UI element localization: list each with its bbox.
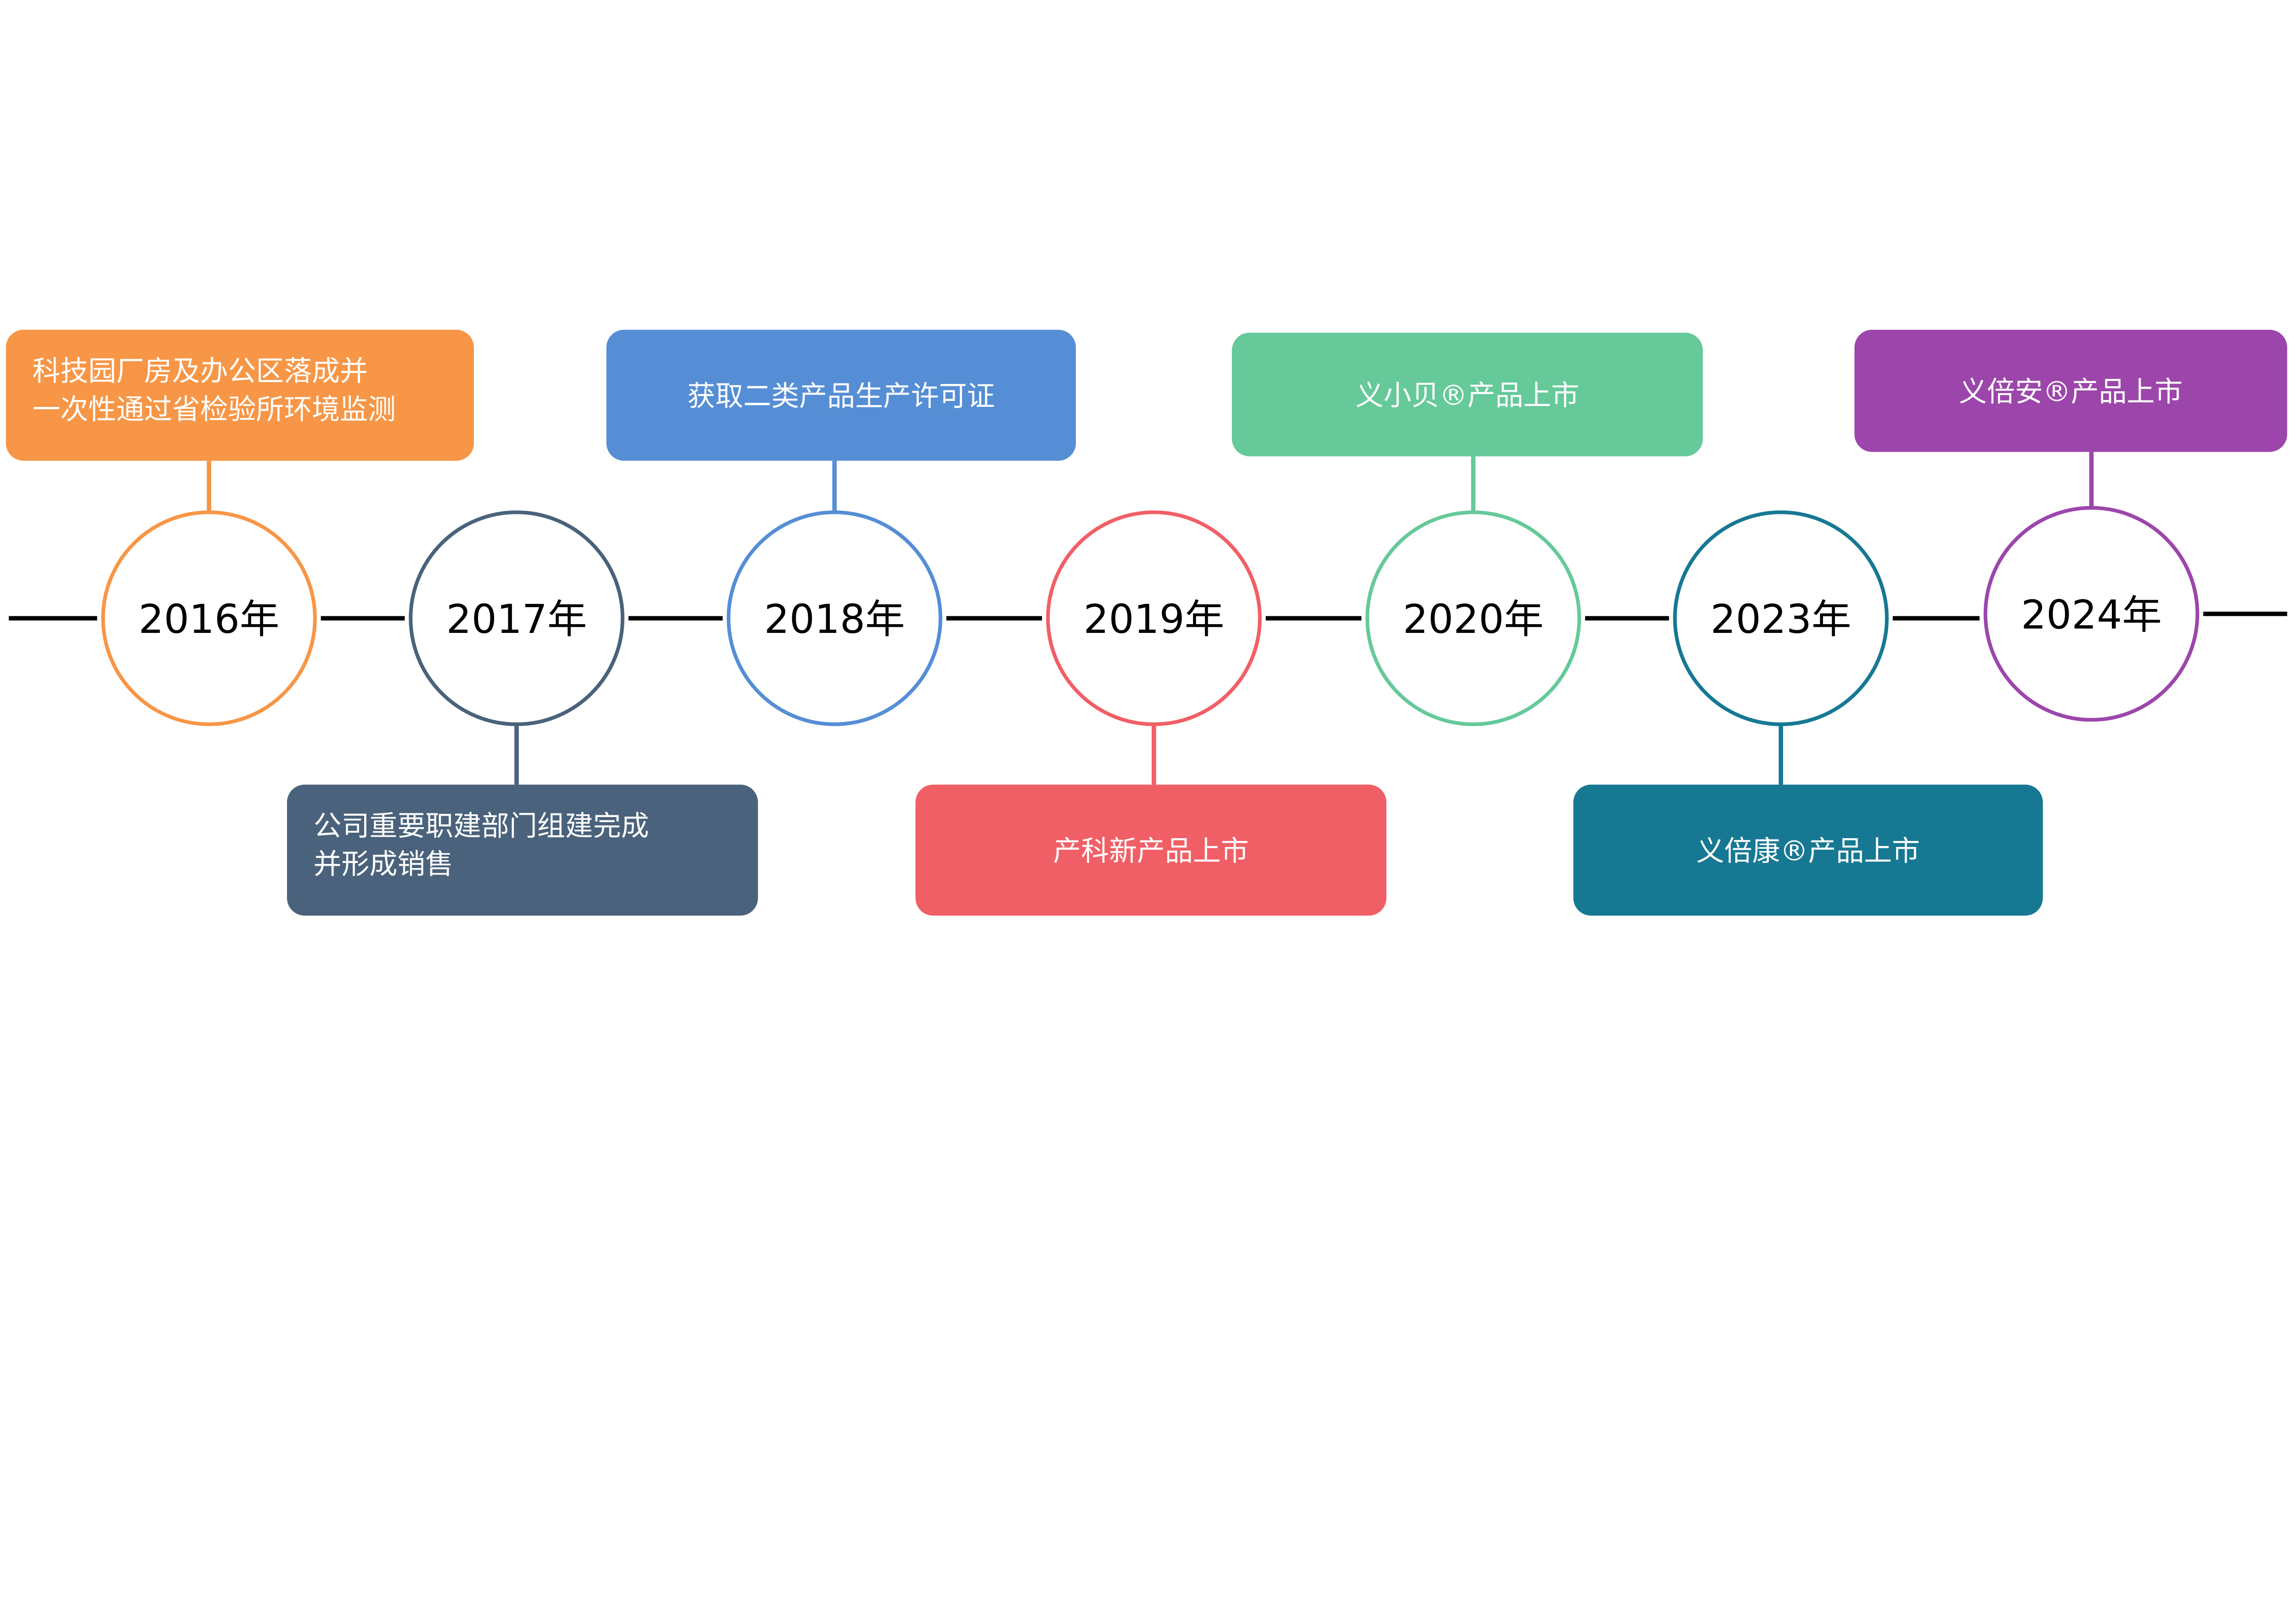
event-box [915, 784, 1387, 916]
event-box [6, 329, 474, 461]
year-label: 2024年 [2021, 592, 2162, 638]
year-circle [409, 510, 625, 726]
event-text: 产科新产品上市 [1053, 835, 1249, 867]
year-circle [1365, 510, 1581, 726]
event-box [287, 784, 758, 916]
year-circle [1983, 506, 2200, 722]
event-text: 一次性通过省检验所环境监测 [33, 393, 396, 426]
event-text: 公司重要职建部门组建完成 [314, 810, 649, 842]
event-box [1232, 333, 1703, 457]
event-box [606, 329, 1076, 461]
milestone-2020: 2020年 义小贝®产品上市 [1232, 333, 1703, 726]
year-label: 2018年 [764, 597, 905, 643]
year-label: 2020年 [1403, 597, 1544, 643]
year-label: 2017年 [446, 597, 587, 643]
milestone-2018: 2018年 获取二类产品生产许可证 [606, 329, 1076, 726]
year-label: 2019年 [1083, 597, 1224, 643]
event-text: 义倍康®产品上市 [1696, 835, 1920, 867]
event-text: 获取二类产品生产许可证 [687, 380, 995, 412]
year-label: 2016年 [139, 597, 280, 643]
year-circle [726, 510, 943, 726]
event-text: 并形成销售 [314, 848, 453, 880]
year-circle [1046, 510, 1262, 726]
year-circle [1673, 510, 1889, 726]
event-text: 义小贝®产品上市 [1356, 379, 1579, 412]
year-circle [101, 510, 317, 726]
timeline-axis [9, 611, 2287, 620]
event-text: 科技园厂房及办公区落成并 [33, 355, 368, 388]
milestone-2024: 2024年 义倍安®产品上市 [1854, 329, 2287, 722]
year-label: 2023年 [1711, 597, 1851, 643]
event-box [1854, 329, 2287, 452]
event-text: 义倍安®产品上市 [1959, 375, 2183, 408]
event-box [1573, 784, 2043, 916]
